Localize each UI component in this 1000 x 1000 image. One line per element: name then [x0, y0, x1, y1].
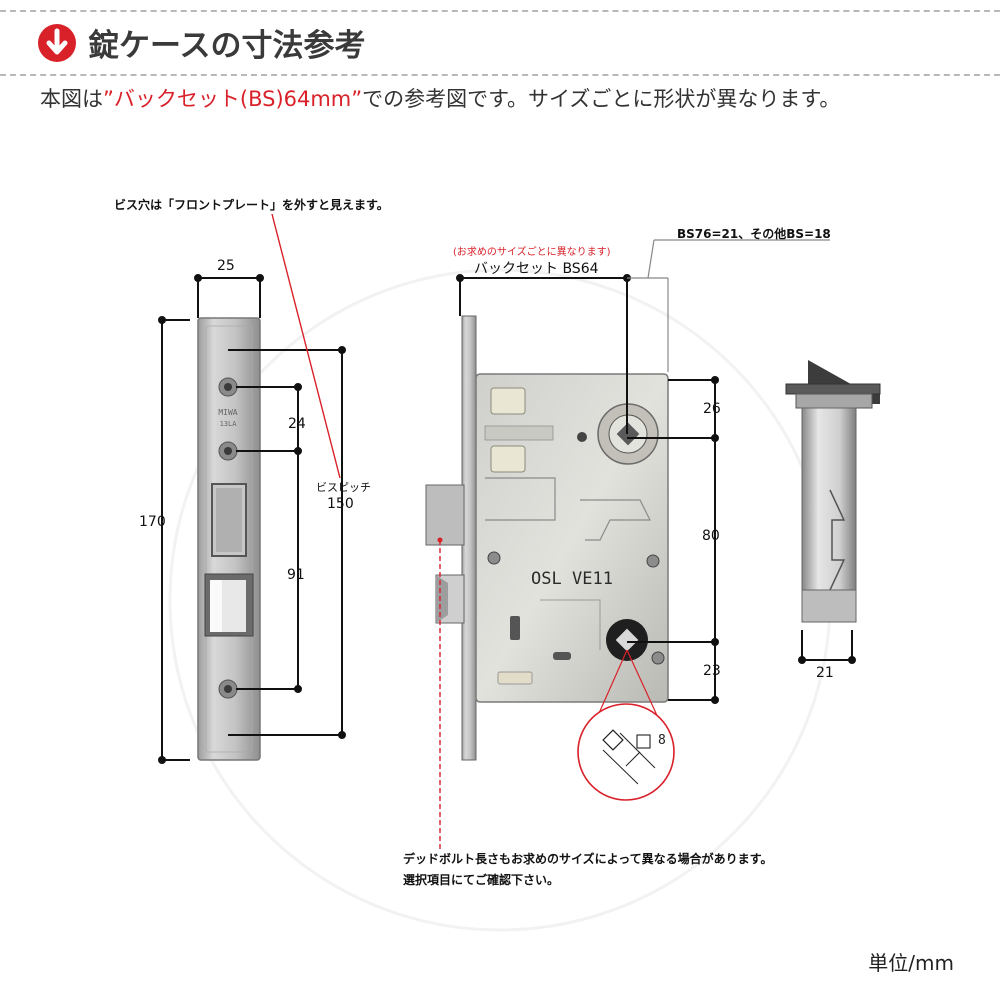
subtitle-suffix: での参考図です。サイズごとに形状が異なります。: [362, 87, 841, 111]
case-engraving: OSL VE11: [531, 569, 613, 589]
screw-hole-note: ビス穴は「フロントプレート」を外すと見えます。: [114, 198, 389, 212]
download-arrow-icon: [38, 24, 76, 62]
case-dim-top: 26: [703, 401, 721, 417]
backset-label: バックセット BS64: [474, 261, 599, 277]
side-view-latch: [785, 360, 881, 623]
size-varies-note: (お求めのサイズごとに異なります): [453, 247, 611, 258]
front-plate-height-label: 170: [139, 514, 166, 530]
lock-case-body: [425, 315, 669, 761]
case-dim-bottom: 23: [703, 663, 721, 679]
front-plate-dimensions: [158, 274, 346, 764]
front-plate: [197, 317, 261, 761]
bs-extension-lines: [627, 239, 830, 372]
square-detail-zoom: 8: [577, 649, 675, 801]
screw-pitch-caption: ビスピッチ: [316, 481, 371, 494]
mid-pitch-label: 91: [287, 567, 305, 583]
top-dashed-rule: [0, 10, 1000, 12]
plate-engraving-model: 13LA: [220, 420, 238, 428]
bs-note: BS76=21、その他BS=18: [677, 227, 831, 241]
top-pitch-label: 24: [288, 416, 306, 432]
front-plate-width-label: 25: [217, 258, 235, 274]
screw-pitch-label: 150: [327, 496, 354, 512]
deadbolt-note-line1: デッドボルト長さもお求めのサイズによって異なる場合があります。: [403, 852, 773, 866]
subtitle-prefix: 本図は: [40, 87, 103, 111]
page-title: 錠ケースの寸法参考: [88, 28, 366, 64]
unit-label: 単位/mm: [868, 951, 954, 975]
side-view-dimensions: [798, 630, 856, 664]
subtitle-highlight: ”バックセット(BS)64mm”: [103, 87, 363, 111]
case-dim-mid: 80: [702, 528, 720, 544]
plate-engraving-brand: MIWA: [218, 408, 237, 417]
deadbolt-note-line2: 選択項目にてご確認下さい。: [403, 873, 560, 887]
case-dimensions: [456, 274, 719, 704]
square-size: 8: [658, 733, 666, 748]
side-width-label: 21: [816, 665, 834, 681]
screw-note-leader: [271, 213, 341, 479]
header-dashed-rule: [0, 74, 1000, 76]
page-subtitle: 本図は”バックセット(BS)64mm”での参考図です。サイズごとに形状が異なりま…: [40, 83, 840, 113]
